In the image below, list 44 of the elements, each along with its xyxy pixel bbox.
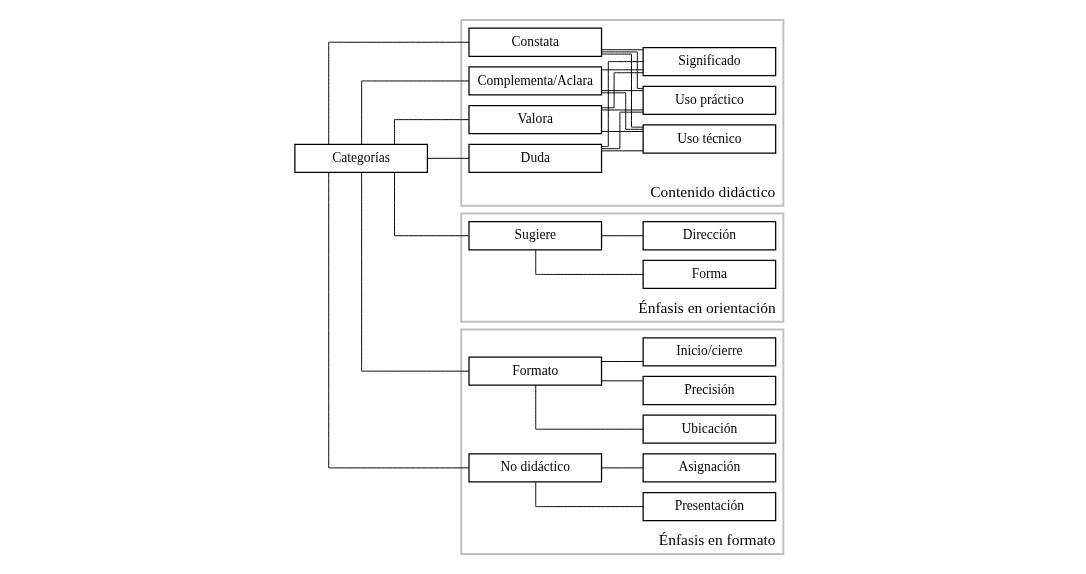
connector <box>535 249 644 275</box>
connector <box>601 49 644 51</box>
node-box: Formato <box>468 356 603 386</box>
node-box: Constata <box>468 27 603 57</box>
connector <box>535 384 644 430</box>
node-box: Forma <box>642 259 777 290</box>
node-box: Uso práctico <box>642 85 777 115</box>
node-box: Asignación <box>642 453 777 483</box>
node-box: Significado <box>642 46 777 77</box>
node-box: Duda <box>468 143 603 173</box>
connector <box>394 119 470 145</box>
connector <box>601 380 644 382</box>
node-box: Ubicación <box>642 414 777 444</box>
connector <box>601 69 644 71</box>
connector <box>601 361 644 362</box>
connector <box>601 53 644 128</box>
connector <box>394 172 470 237</box>
connector <box>601 150 644 152</box>
connector <box>601 72 644 109</box>
node-box: Dirección <box>642 221 777 251</box>
node-box: Presentación <box>642 491 777 522</box>
connector <box>426 157 470 159</box>
node-box: Sugiere <box>468 221 603 251</box>
connector <box>361 172 470 372</box>
connector <box>328 41 470 145</box>
node-box: Complementa/Aclara <box>468 66 603 96</box>
connector <box>601 109 644 111</box>
node-box: Valora <box>468 105 603 135</box>
node-box: No didáctico <box>468 453 603 483</box>
connector <box>328 171 470 469</box>
connector <box>601 111 644 150</box>
node-box: Inicio/cierre <box>642 337 777 367</box>
node-box: Categorías <box>294 143 429 173</box>
connector <box>601 235 644 237</box>
node-box: Precisión <box>642 375 777 406</box>
connector <box>601 92 644 130</box>
connector <box>601 131 644 132</box>
connector <box>361 80 470 145</box>
connector <box>535 481 644 508</box>
connector <box>601 61 644 147</box>
connector <box>601 467 644 469</box>
node-box: Uso técnico <box>642 124 777 154</box>
connector <box>601 90 644 92</box>
connector <box>601 51 644 89</box>
